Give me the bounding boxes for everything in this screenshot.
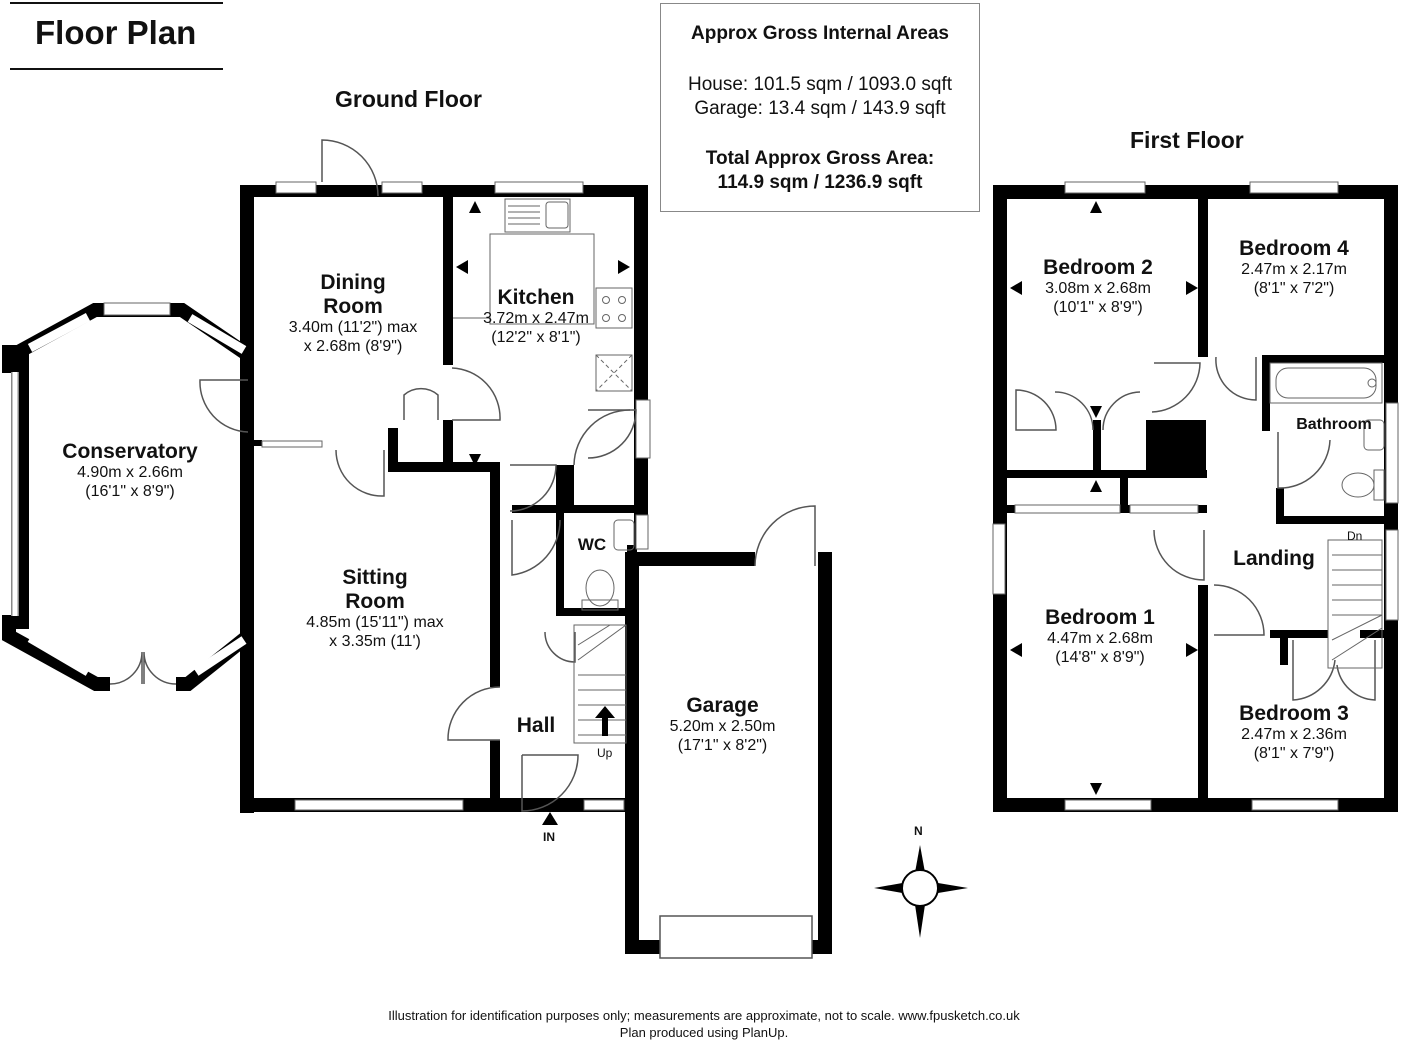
room-bedroom-2-dim-imperial: (10'1" x 8'9") <box>1053 298 1143 316</box>
room-sitting-dim-metric: 4.85m (15'11") max <box>306 614 444 632</box>
room-bedroom-1: Bedroom 1 4.47m x 2.68m (14'8" x 8'9") <box>1030 606 1170 667</box>
ground-floor-windows <box>261 181 651 811</box>
room-hall-name: Hall <box>516 714 556 737</box>
garage-walls <box>625 505 832 959</box>
first-floor-doors <box>1015 356 1376 701</box>
ground-stairs <box>573 624 627 744</box>
room-sitting-dim-imperial: x 3.35m (11') <box>329 632 421 650</box>
room-kitchen-dim-imperial: (12'2" x 8'1") <box>491 328 581 346</box>
room-bedroom-1-dim-imperial: (14'8" x 8'9") <box>1055 648 1145 666</box>
title-rule-bottom <box>10 68 223 70</box>
room-bathroom-name: Bathroom <box>1296 416 1372 433</box>
room-bedroom-4-dim-metric: 2.47m x 2.17m <box>1241 261 1347 279</box>
footer-disclaimer: Illustration for identification purposes… <box>388 1008 1020 1023</box>
room-sitting: Sitting Room 4.85m (15'11") max x 3.35m … <box>280 566 470 651</box>
room-dining-name-line2: Room <box>323 295 383 319</box>
bathroom-fittings <box>1269 362 1385 501</box>
first-floor-windows <box>992 181 1399 811</box>
room-conservatory-name: Conservatory <box>62 440 198 463</box>
area-summary-box: Approx Gross Internal Areas House: 101.5… <box>660 3 980 212</box>
room-conservatory-dim-metric: 4.90m x 2.66m <box>77 464 183 482</box>
room-bedroom-2: Bedroom 2 3.08m x 2.68m (10'1" x 8'9") <box>1028 256 1168 317</box>
room-garage-dim-imperial: (17'1" x 8'2") <box>677 736 768 754</box>
footer-credit: Plan produced using PlanUp. <box>619 1024 789 1040</box>
compass-rose <box>874 845 968 938</box>
room-bedroom-3-dim-imperial: (8'1" x 7'9") <box>1253 744 1335 762</box>
first-dimension-markers <box>1010 201 1198 795</box>
room-bedroom-4-name: Bedroom 4 <box>1239 237 1349 260</box>
room-conservatory-dim-imperial: (16'1" x 8'9") <box>85 482 175 500</box>
conservatory-walls <box>2 302 253 691</box>
room-bedroom-3-dim-metric: 2.47m x 2.36m <box>1241 726 1347 744</box>
stair-up-arrow <box>595 706 615 736</box>
room-wc: WC <box>572 535 612 555</box>
footer: Illustration for identification purposes… <box>0 1008 1408 1042</box>
room-dining-dim-metric: 3.40m (11'2") max <box>288 319 418 337</box>
stair-up-label: Up <box>597 746 613 760</box>
ground-dimension-markers <box>456 201 630 466</box>
kitchen-fittings <box>453 198 633 392</box>
room-bedroom-2-name: Bedroom 2 <box>1043 256 1153 279</box>
room-bathroom: Bathroom <box>1284 416 1384 434</box>
stair-down-label: Dn <box>1347 529 1363 543</box>
area-total-label: Total Approx Gross Area: <box>705 148 935 169</box>
room-hall: Hall <box>506 714 566 738</box>
room-sitting-name-line2: Room <box>345 590 405 614</box>
room-bedroom-2-dim-metric: 3.08m x 2.68m <box>1045 280 1151 298</box>
compass-north-label: N <box>914 824 923 838</box>
room-bedroom-3: Bedroom 3 2.47m x 2.36m (8'1" x 7'9") <box>1224 702 1364 763</box>
room-bedroom-1-dim-metric: 4.47m x 2.68m <box>1047 630 1153 648</box>
room-bedroom-4: Bedroom 4 2.47m x 2.17m (8'1" x 7'2") <box>1224 237 1364 298</box>
room-kitchen: Kitchen 3.72m x 2.47m (12'2" x 8'1") <box>466 286 606 347</box>
page-title: Floor Plan <box>35 14 197 51</box>
room-garage-name: Garage <box>686 694 759 717</box>
room-garage-dim-metric: 5.20m x 2.50m <box>669 718 776 736</box>
entrance-arrow <box>542 812 558 825</box>
room-landing-name: Landing <box>1233 547 1315 570</box>
area-heading: Approx Gross Internal Areas <box>691 23 949 44</box>
room-dining-name-line1: Dining <box>320 271 386 294</box>
area-total-value: 114.9 sqm / 1236.9 sqft <box>717 172 923 193</box>
room-dining: Dining Room 3.40m (11'2") max x 2.68m (8… <box>268 271 438 356</box>
room-bedroom-3-name: Bedroom 3 <box>1239 702 1349 725</box>
title-rule-top <box>10 2 223 4</box>
room-sitting-name-line1: Sitting <box>342 566 408 589</box>
wc-fittings <box>581 519 635 611</box>
ground-floor-doors <box>199 139 637 812</box>
ground-floor-heading: Ground Floor <box>335 86 482 112</box>
airing-cupboard <box>1150 424 1202 468</box>
area-garage: Garage: 13.4 sqm / 143.9 sqft <box>694 98 946 119</box>
room-bedroom-1-name: Bedroom 1 <box>1045 606 1155 629</box>
first-floor-heading: First Floor <box>1130 127 1244 153</box>
room-landing: Landing <box>1222 547 1326 571</box>
area-house: House: 101.5 sqm / 1093.0 sqft <box>687 74 953 95</box>
room-dining-dim-imperial: x 2.68m (8'9") <box>303 337 403 355</box>
room-kitchen-dim-metric: 3.72m x 2.47m <box>483 310 589 328</box>
room-bedroom-4-dim-imperial: (8'1" x 7'2") <box>1253 279 1335 297</box>
entrance-label: IN <box>543 830 555 844</box>
room-wc-name: WC <box>577 535 607 554</box>
first-floor-stairs <box>1327 539 1383 669</box>
room-kitchen-name: Kitchen <box>497 286 575 309</box>
room-garage: Garage 5.20m x 2.50m (17'1" x 8'2") <box>650 694 795 755</box>
room-conservatory: Conservatory 4.90m x 2.66m (16'1" x 8'9"… <box>40 440 220 501</box>
